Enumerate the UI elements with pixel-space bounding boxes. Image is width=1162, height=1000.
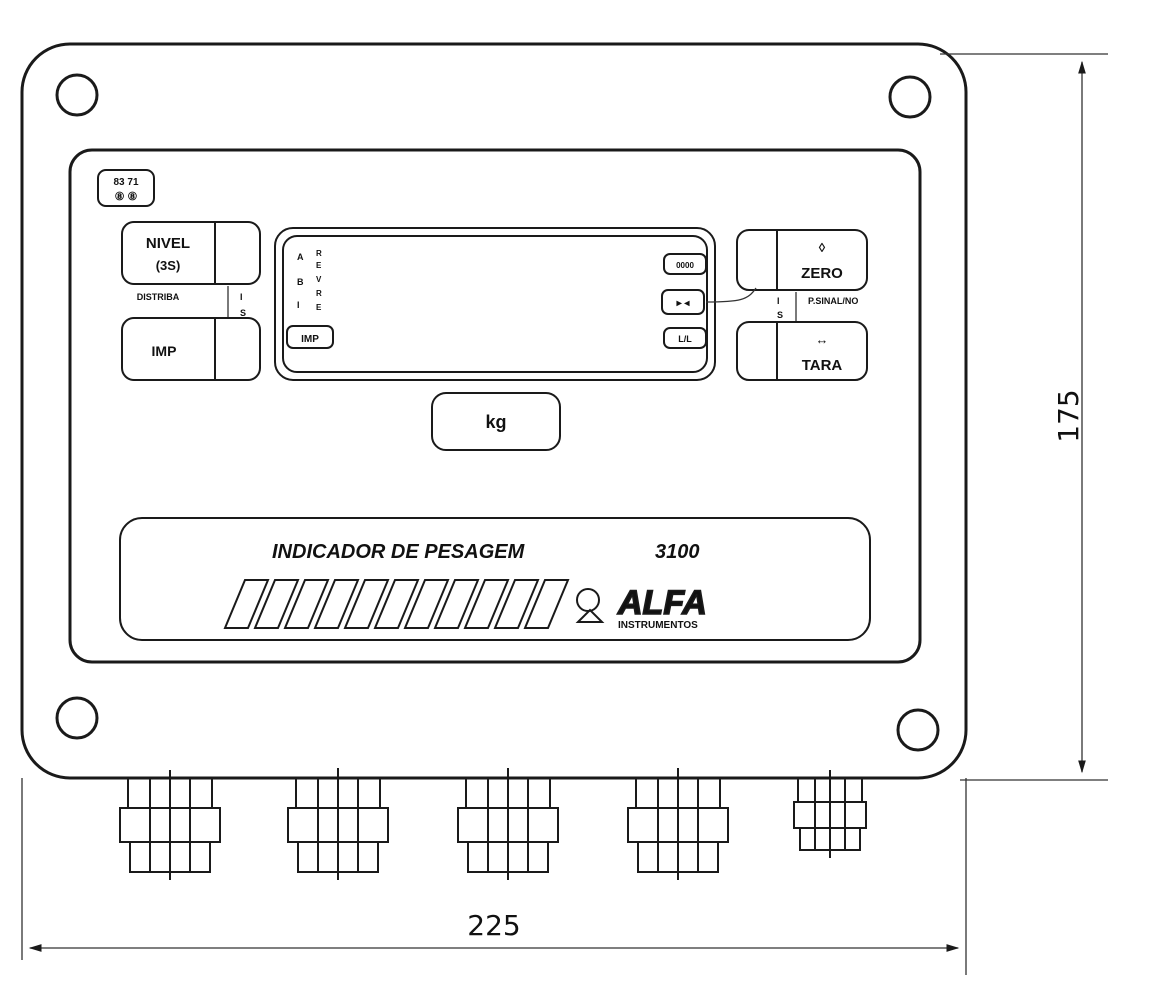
annunciator-i: I xyxy=(297,300,300,310)
brand-subtitle: INSTRUMENTOS xyxy=(618,620,698,631)
display-top-right-tag: 0000 xyxy=(676,261,694,270)
nivel-label: NIVEL xyxy=(146,235,190,252)
tara-button[interactable]: ↔ TARA xyxy=(736,321,868,381)
right-between-label: P.SINAL/NO xyxy=(808,296,858,306)
certification-badge: 83 71 ⑧ ⑧ xyxy=(97,169,155,207)
badge-line1: 83 71 xyxy=(113,177,138,188)
annunciator-col2-5: E xyxy=(316,303,322,312)
display-bottom-right-tag: L/L xyxy=(678,334,692,344)
left-link-mark-2: S xyxy=(240,308,246,318)
brand-stripes xyxy=(223,579,570,629)
right-link-mark-2: S xyxy=(777,310,783,320)
display-window: A B I R E V R E IMP 0000 ▸ ◂ L/L xyxy=(274,227,716,381)
badge-line2: ⑧ ⑧ xyxy=(115,191,138,203)
annunciator-col2-4: R xyxy=(316,289,322,298)
mounting-hole-top-left xyxy=(55,73,99,117)
unit-window: kg xyxy=(431,392,561,451)
annunciator-col2-2: E xyxy=(316,261,322,270)
tara-label: TARA xyxy=(802,357,843,374)
mounting-hole-bottom-left xyxy=(55,696,99,740)
annunciator-col2-3: V xyxy=(316,275,322,284)
zero-link-line xyxy=(705,287,757,303)
left-between-label: DISTRIBA xyxy=(137,292,180,302)
width-dimension: 225 xyxy=(21,778,967,975)
zero-label: ZERO xyxy=(801,265,843,282)
nivel-button[interactable]: NIVEL (3S) xyxy=(121,221,261,285)
display-center-tag: ▸ ◂ xyxy=(676,298,691,309)
enclosure-outline xyxy=(20,42,968,780)
annunciator-a: A xyxy=(297,252,304,262)
display-imp-tag: IMP xyxy=(301,334,319,345)
imp-button[interactable]: IMP xyxy=(121,317,261,381)
mounting-hole-top-right xyxy=(888,75,932,119)
front-panel xyxy=(68,148,922,664)
right-link-mark-1: I xyxy=(777,296,780,306)
mounting-hole-bottom-right xyxy=(896,708,940,752)
imp-label: IMP xyxy=(152,343,177,359)
annunciator-col2-1: R xyxy=(316,249,322,258)
width-label: 225 xyxy=(467,909,520,942)
brand-name: ALFA xyxy=(617,584,707,622)
nivel-sublabel: (3S) xyxy=(156,258,181,273)
zero-symbol: ◊ xyxy=(819,240,826,255)
nameplate: INDICADOR DE PESAGEM 3100 ALFA INSTRUMEN… xyxy=(119,517,871,641)
nameplate-model: 3100 xyxy=(655,541,700,563)
annunciator-b: B xyxy=(297,277,304,287)
nameplate-title: INDICADOR DE PESAGEM xyxy=(272,541,526,563)
tara-symbol: ↔ xyxy=(816,332,829,347)
zero-button[interactable]: ◊ ZERO xyxy=(736,229,868,291)
left-link-mark-1: I xyxy=(240,292,243,302)
cable-glands xyxy=(119,768,867,880)
height-dimension: 175 xyxy=(940,53,1108,781)
height-label: 175 xyxy=(1052,389,1085,442)
brand-logo-icon xyxy=(575,588,605,623)
unit-label: kg xyxy=(485,412,506,432)
